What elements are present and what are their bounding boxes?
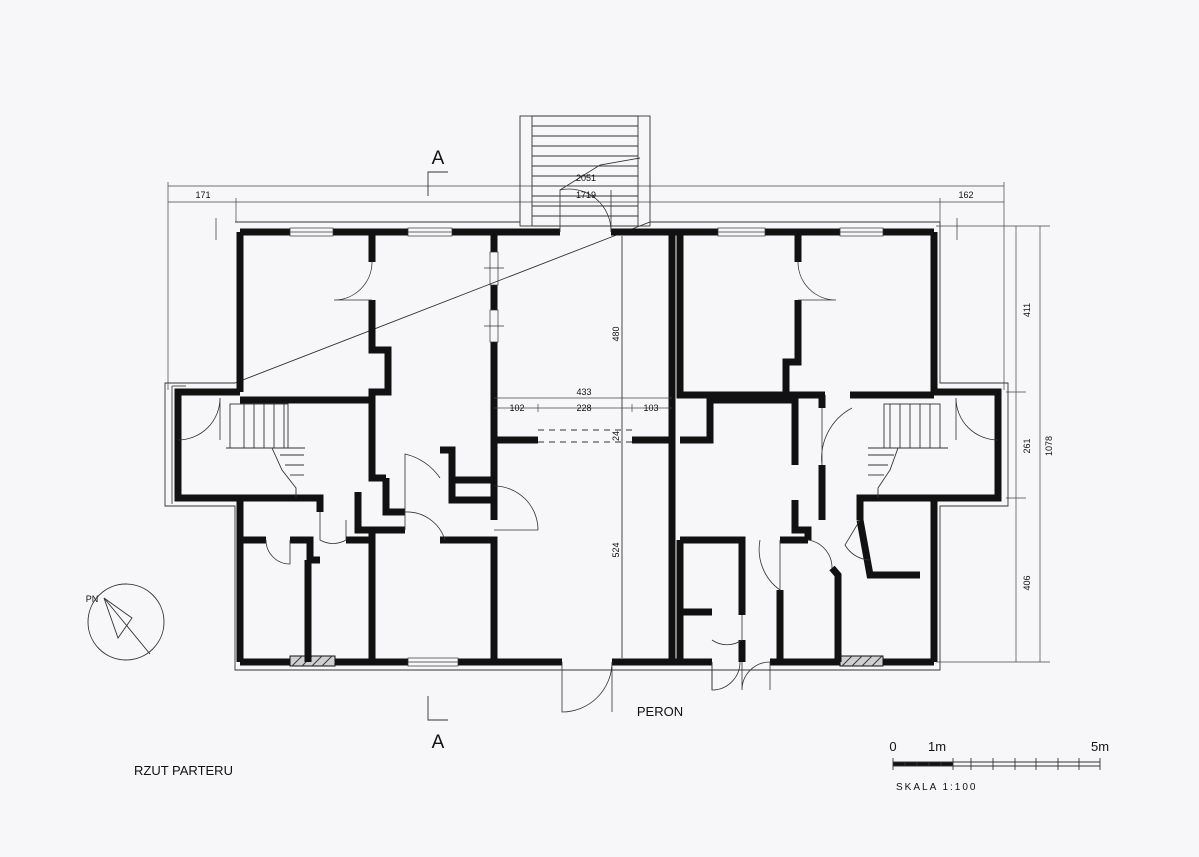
section-label-top: A xyxy=(432,148,445,169)
dim-hall-right: 103 xyxy=(643,403,658,413)
right-stairs xyxy=(868,403,948,498)
scale-text: SKALA 1:100 xyxy=(896,782,978,793)
doors xyxy=(177,188,999,713)
plinth-outline xyxy=(164,221,1009,671)
vestibule-glazing xyxy=(484,251,504,343)
section-marker-bottom: A xyxy=(427,696,448,753)
dim-right-mid: 261 xyxy=(1022,438,1032,453)
platform-label: PERON xyxy=(637,704,683,719)
dimension-lines xyxy=(167,180,1050,663)
left-interior-walls xyxy=(240,232,538,662)
dim-hall-width: 433 xyxy=(576,387,591,397)
dim-right-offset: 162 xyxy=(958,190,973,200)
right-interior-walls xyxy=(676,232,934,662)
dim-right-total: 1078 xyxy=(1044,436,1054,456)
dim-vestibule-depth: 480 xyxy=(611,326,621,341)
scale-bar: 0 1m 5m SKALA 1:100 xyxy=(889,739,1109,793)
outer-walls xyxy=(171,228,1002,666)
dim-hall-depth: 524 xyxy=(611,542,621,557)
dim-hall-mid: 228 xyxy=(576,403,591,413)
dim-hall-left: 102 xyxy=(509,403,524,413)
north-arrow-label: PN xyxy=(86,594,99,604)
scale-five-meters: 5m xyxy=(1091,739,1109,754)
entrance-stairs xyxy=(519,115,651,227)
dim-right-top: 411 xyxy=(1022,303,1032,317)
dim-left-offset: 171 xyxy=(195,190,210,200)
dim-total-width: 2051 xyxy=(576,173,596,183)
scale-zero: 0 xyxy=(889,739,896,754)
north-arrow: PN xyxy=(86,583,165,661)
dim-right-bottom: 406 xyxy=(1022,575,1032,590)
dim-inner-width: 1719 xyxy=(576,190,596,200)
dim-passage: 24 xyxy=(611,431,621,441)
section-label-bottom: A xyxy=(432,732,445,753)
left-stairs xyxy=(226,403,305,498)
windows xyxy=(215,218,958,667)
section-marker-top: A xyxy=(427,148,448,196)
drawing-title: RZUT PARTERU xyxy=(134,763,233,778)
scale-one-meter: 1m xyxy=(928,739,946,754)
central-hall-walls xyxy=(490,232,676,662)
